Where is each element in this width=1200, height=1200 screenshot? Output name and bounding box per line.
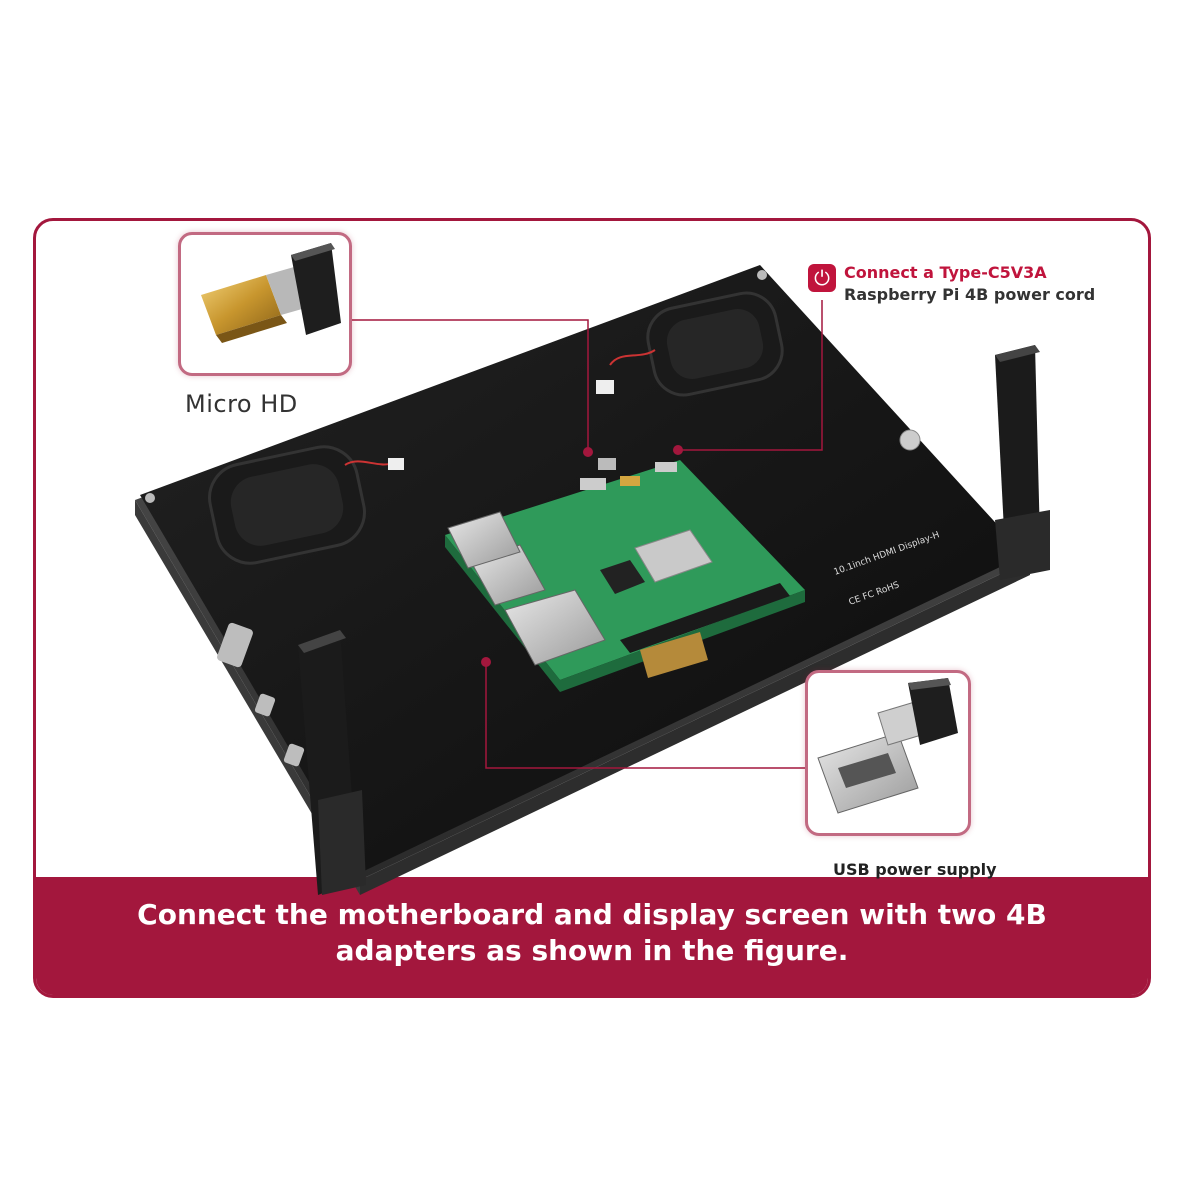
caption-text: Connect the motherboard and display scre…	[137, 898, 1047, 967]
usb-callout	[805, 670, 971, 836]
speaker-top	[646, 291, 784, 397]
speaker-connector	[388, 458, 404, 470]
usb-label: USB power supply	[833, 860, 997, 879]
side-ports	[217, 622, 305, 767]
micro-hd-callout	[178, 232, 352, 376]
usb-adapter-image	[817, 678, 958, 814]
raspberry-pi-board	[445, 458, 805, 692]
micro-hd-label: Micro HD	[185, 390, 298, 418]
power-callout-line2: Raspberry Pi 4B power cord	[844, 285, 1096, 304]
caption-banner: Connect the motherboard and display scre…	[36, 877, 1148, 995]
speaker-connector	[596, 380, 614, 394]
power-callout: ⏻ Connect a Type-C5V3A Raspberry Pi 4B p…	[808, 262, 1095, 306]
power-callout-line1: Connect a Type-C5V3A	[844, 263, 1047, 282]
micro-hdmi-adapter-image	[201, 243, 341, 343]
power-icon: ⏻	[808, 264, 836, 292]
speaker-left	[208, 445, 366, 565]
stand-right	[995, 345, 1050, 580]
leader-lines	[352, 300, 823, 769]
stand-left	[298, 630, 366, 895]
panel-button	[899, 429, 921, 451]
